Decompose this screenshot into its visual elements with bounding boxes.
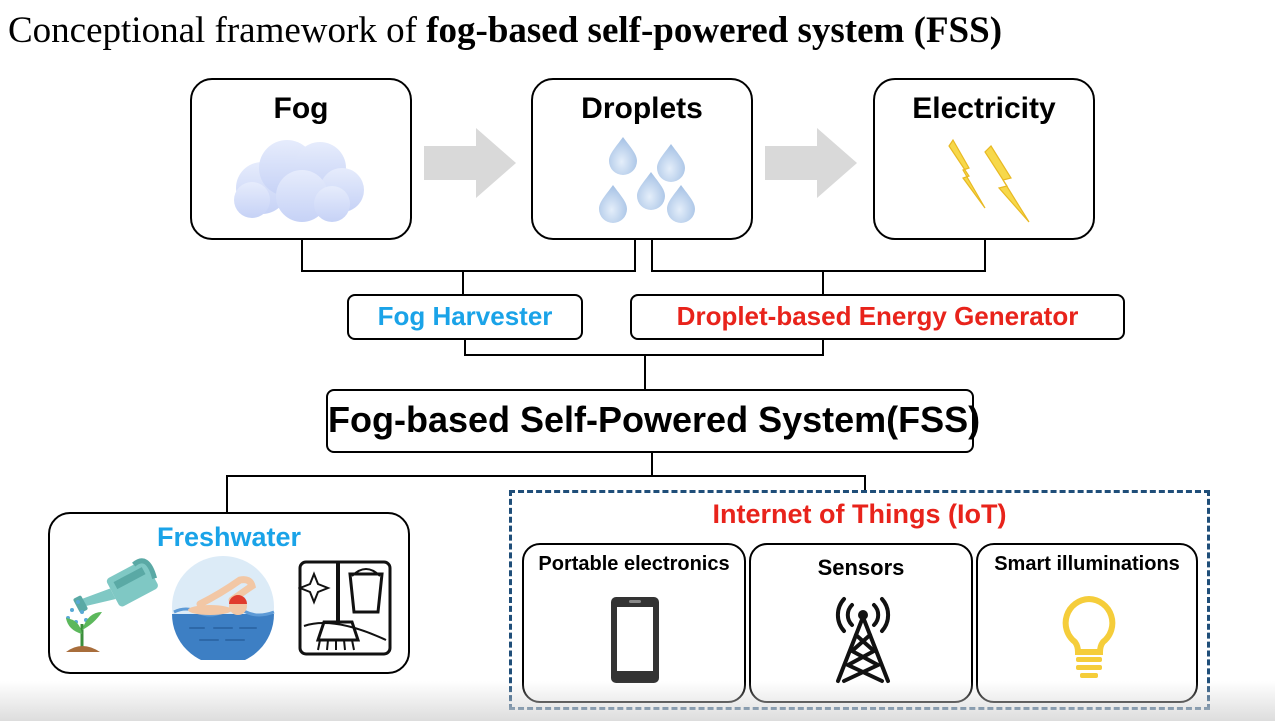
sensors-card: Sensors [749, 543, 973, 703]
water-droplets-icon [599, 137, 695, 223]
title-bold: fog-based self-powered system (FSS) [426, 10, 1003, 51]
energy-generator-text: Droplet-based Energy Generator [676, 301, 1079, 331]
smart-illuminations-label: Smart illuminations [994, 553, 1180, 575]
iot-container: Internet of Things (IoT) Portable electr… [509, 490, 1210, 710]
freshwater-box: Freshwater [48, 512, 410, 674]
fog-harvester-label: Fog Harvester [347, 294, 583, 340]
swimmer-icon [172, 556, 275, 660]
fog-box: Fog [190, 78, 412, 240]
page-title: Conceptional framework of fog-based self… [8, 8, 1002, 54]
smart-illuminations-card: Smart illuminations [976, 543, 1198, 703]
fss-box: Fog-based Self-Powered System(FSS) [326, 389, 980, 453]
fog-harvester-text: Fog Harvester [377, 301, 553, 331]
electricity-label: Electricity [912, 92, 1056, 125]
smartphone-icon [611, 597, 659, 683]
portable-electronics-label: Portable electronics [538, 553, 730, 575]
electricity-box: Electricity [873, 78, 1095, 240]
arrow-fog-to-droplets [424, 128, 516, 198]
watering-can-plant-icon [66, 558, 158, 652]
sensors-label: Sensors [817, 555, 905, 580]
portable-electronics-card: Portable electronics [522, 543, 746, 703]
droplets-label: Droplets [581, 92, 703, 125]
cloud-icon [234, 140, 364, 222]
cleaning-mop-bucket-icon [298, 560, 392, 656]
fss-text: Fog-based Self-Powered System(FSS) [328, 399, 981, 440]
light-bulb-icon [1062, 595, 1116, 678]
freshwater-label: Freshwater [156, 522, 302, 552]
arrow-droplets-to-electricity [765, 128, 857, 198]
iot-label: Internet of Things (IoT) [712, 499, 1007, 529]
fog-label: Fog [273, 92, 329, 125]
radio-tower-icon [835, 597, 891, 683]
lightning-bolts-icon [948, 138, 1030, 223]
energy-generator-label: Droplet-based Energy Generator [630, 294, 1125, 340]
droplets-box: Droplets [531, 78, 753, 240]
title-prefix: Conceptional framework of [8, 10, 427, 51]
